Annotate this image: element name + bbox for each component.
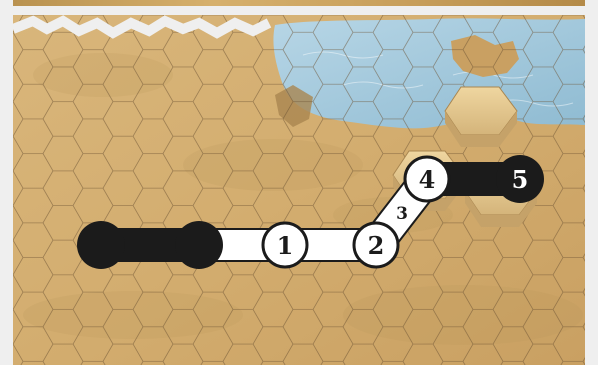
board-svg: 1 2 3 4 5 — [13, 15, 585, 365]
step-1-label: 1 — [277, 231, 294, 260]
path-start-node — [77, 221, 125, 269]
path-start-node-2 — [175, 221, 223, 269]
board-top-strip — [13, 0, 585, 6]
step-5-label: 5 — [512, 165, 529, 194]
hex-game-board: 1 2 3 4 5 — [13, 15, 585, 365]
step-4-label: 4 — [419, 165, 436, 194]
step-3-label: 3 — [396, 204, 408, 224]
step-2-label: 2 — [368, 231, 385, 260]
